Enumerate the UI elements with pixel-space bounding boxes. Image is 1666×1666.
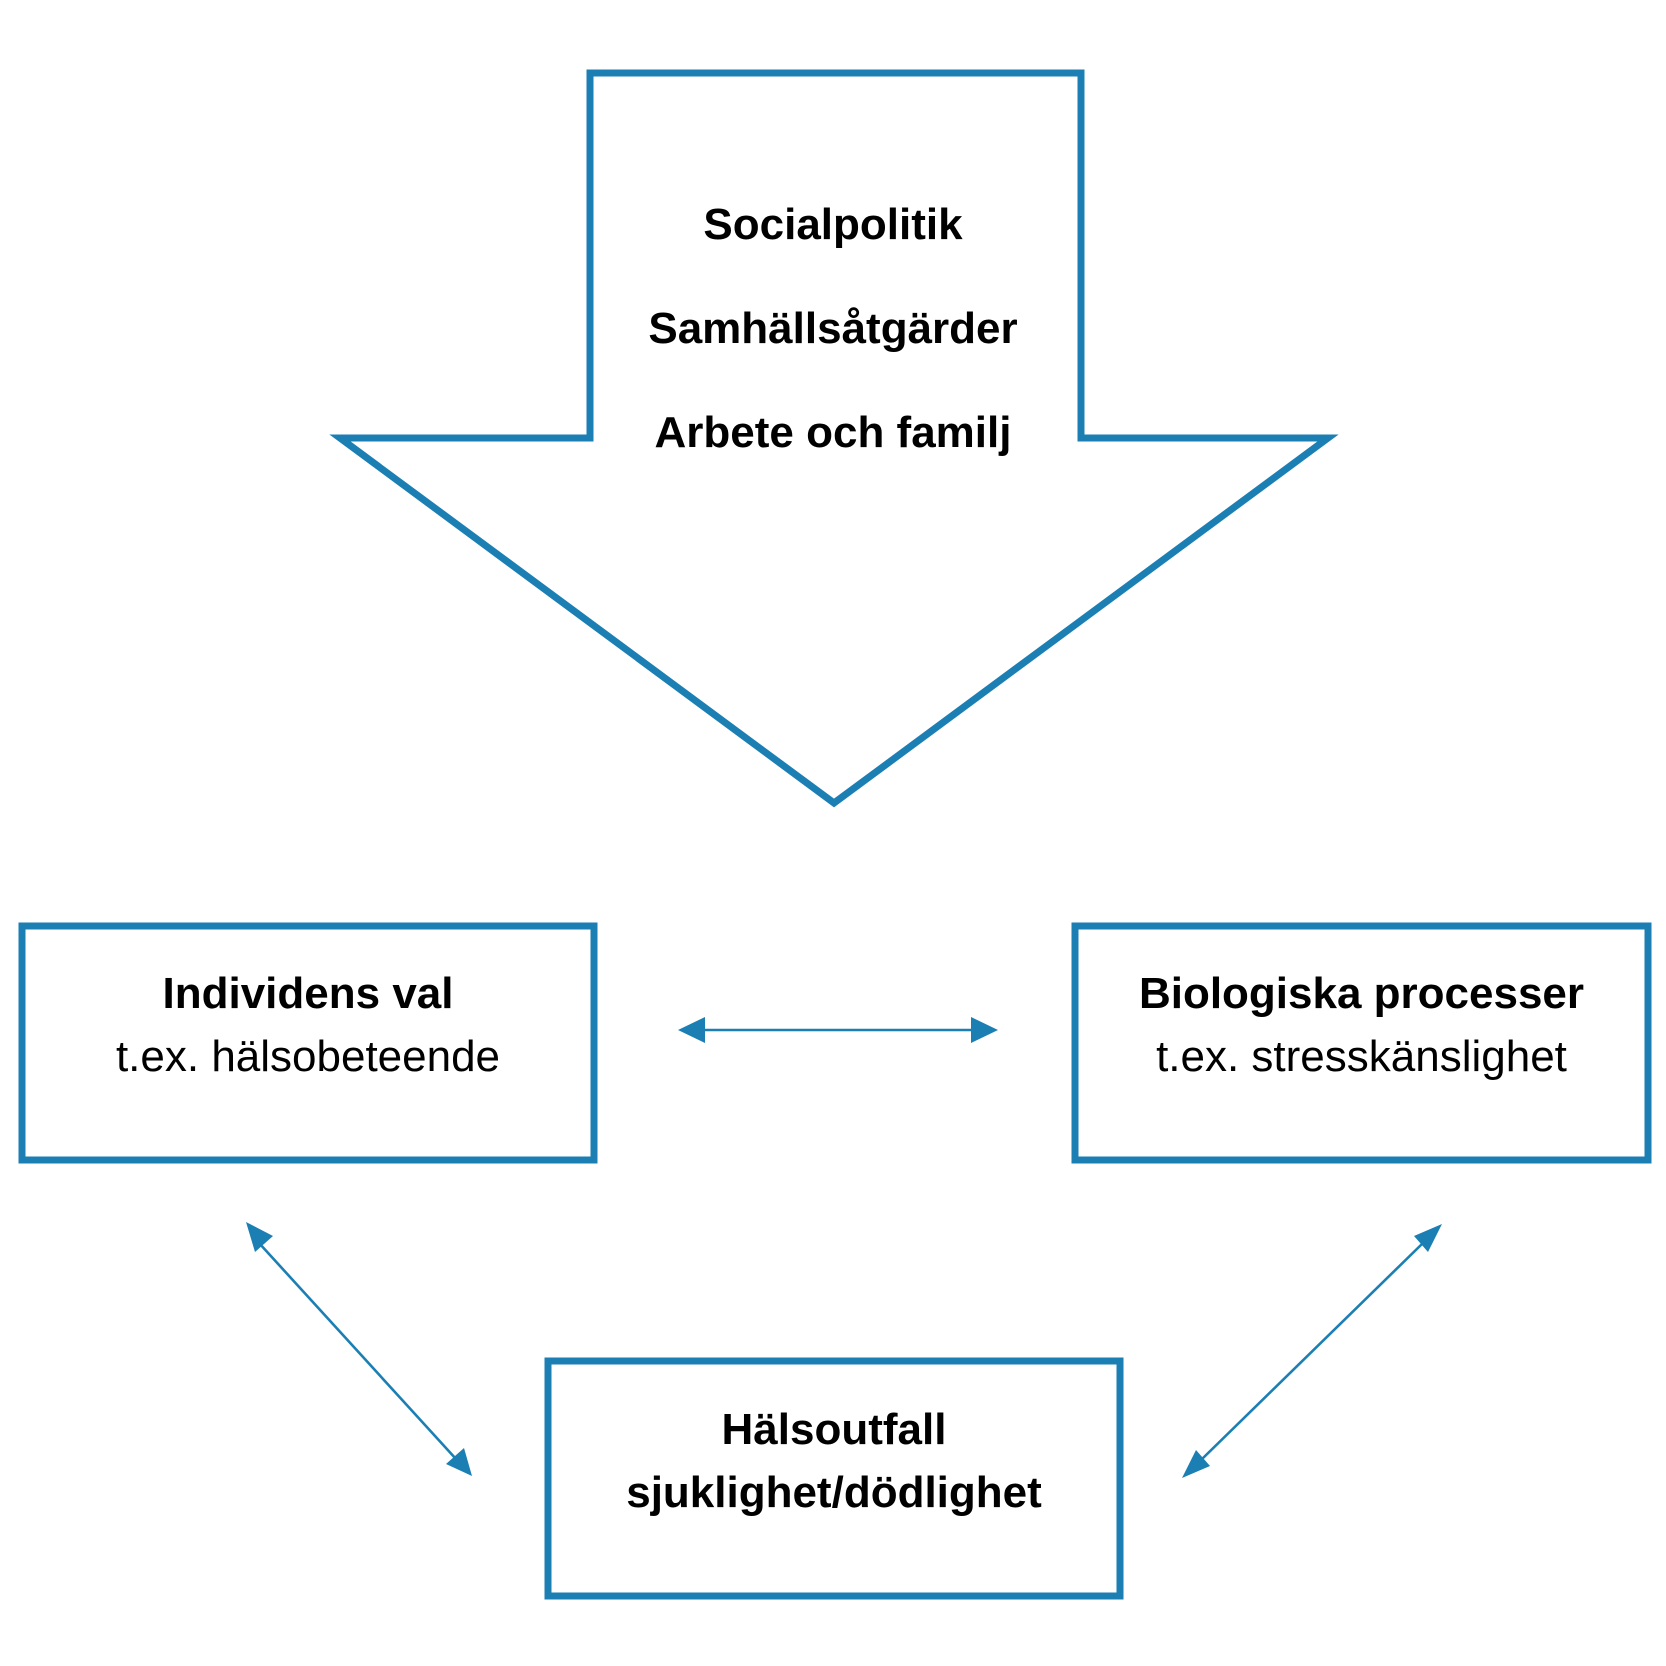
arrowhead-upper-right	[1414, 1224, 1442, 1252]
arrowhead-left	[678, 1017, 705, 1043]
biological-processes-box	[1071, 922, 1652, 1164]
arrow-label-work-and-family: Arbete och familj	[654, 408, 1012, 457]
arrowhead-lower-right	[446, 1448, 472, 1476]
individual-box-subtitle: t.ex. hälsobeteende	[115, 1032, 501, 1081]
outcome-box-subtitle: sjuklighet/dödlighet	[626, 1468, 1042, 1517]
arrowhead-upper-left	[246, 1222, 273, 1252]
arrow-label-societal-measures: Samhällsåtgärder	[648, 304, 1018, 353]
arrow-label-social-policy: Socialpolitik	[703, 200, 963, 249]
biological-box-subtitle: t.ex. stresskänslighet	[1156, 1032, 1567, 1081]
individual-choice-box	[18, 922, 598, 1164]
arrowhead-lower-left	[1182, 1450, 1210, 1478]
arrowhead-right	[971, 1017, 998, 1043]
connector-individual-outcome	[246, 1222, 472, 1476]
connector-biological-outcome	[1182, 1224, 1442, 1478]
connector-individual-biological	[678, 1017, 998, 1043]
individual-box-title: Individens val	[162, 969, 454, 1018]
biological-box-title: Biologiska processer	[1138, 969, 1585, 1018]
health-outcome-box	[544, 1357, 1124, 1600]
down-block-arrow	[329, 69, 1339, 808]
outcome-box-title: Hälsoutfall	[721, 1405, 947, 1454]
